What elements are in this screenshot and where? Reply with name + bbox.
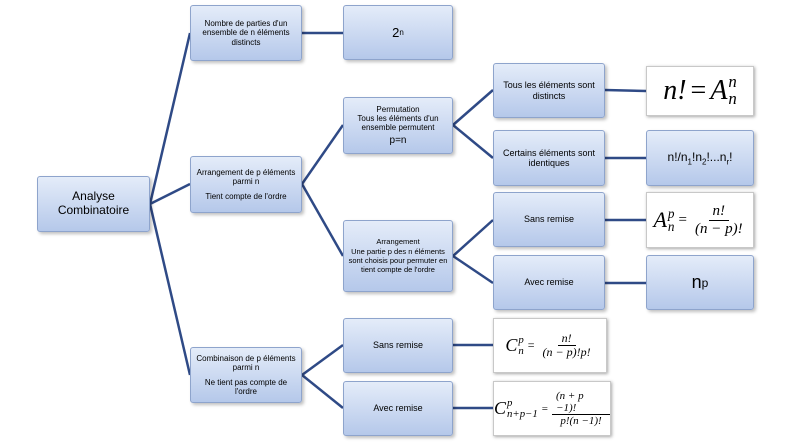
comb-without-symbol: C p n bbox=[505, 333, 524, 357]
combination-group-node: Combinaison de p éléments parmi n Ne tie… bbox=[190, 347, 302, 403]
comb-without-node: Sans remise bbox=[343, 318, 453, 373]
connector-arrangement-group-to-permutation bbox=[300, 124, 345, 185]
perm-distinct-eq: = bbox=[690, 75, 707, 106]
comb-with-sup: p bbox=[507, 396, 513, 409]
arrangement-group-title: Arrangement de p éléments parmi n bbox=[196, 168, 296, 187]
comb-with-sub: n+p−1 bbox=[507, 407, 538, 420]
comb-with-symbol: C p n+p−1 bbox=[494, 396, 538, 420]
comb-without-sup: p bbox=[518, 333, 524, 346]
perm-distinct-sub: n bbox=[728, 89, 737, 108]
comb-with-eq: = bbox=[541, 402, 549, 415]
perm-identical-sub2: 2 bbox=[702, 157, 707, 167]
comb-with-den: p!(n −1)! bbox=[560, 415, 602, 428]
comb-with-node: Avec remise bbox=[343, 381, 453, 436]
subsets-base: 2 bbox=[392, 25, 400, 40]
connector-root-to-arrangement-group bbox=[149, 182, 191, 206]
connector-root-to-subsets bbox=[148, 32, 192, 205]
connector-arrangement-to-without bbox=[452, 219, 494, 257]
comb-with-label: Avec remise bbox=[373, 403, 423, 414]
perm-identical-part1: n!/n bbox=[667, 149, 688, 164]
arr-with-label: Avec remise bbox=[524, 277, 574, 288]
comb-without-eq: = bbox=[527, 338, 535, 352]
arrangement-group-note: Tient compte de l'ordre bbox=[205, 191, 287, 201]
arr-without-symbol: A p n bbox=[653, 205, 675, 234]
comb-without-sub: n bbox=[518, 344, 524, 357]
perm-distinct-node: Tous les éléments sont distincts bbox=[493, 63, 605, 118]
comb-without-fraction: n! (n − p)!p! bbox=[539, 331, 595, 359]
perm-identical-part3: !...n bbox=[706, 149, 727, 164]
arr-with-node: Avec remise bbox=[493, 255, 605, 310]
comb-with-fraction: (n + p −1)! p!(n −1)! bbox=[552, 390, 610, 427]
comb-with-result: C p n+p−1 = (n + p −1)! p!(n −1)! bbox=[493, 381, 611, 436]
subsets-label: Nombre de parties d'un ensemble de n élé… bbox=[202, 19, 290, 47]
connector-combination-group-to-without bbox=[301, 343, 344, 377]
arr-without-sub: n bbox=[667, 219, 675, 234]
root-node: Analyse Combinatoire bbox=[37, 176, 150, 232]
connector-root-to-combination-group bbox=[148, 203, 192, 376]
comb-without-label: Sans remise bbox=[372, 340, 424, 351]
perm-identical-sub3: r bbox=[726, 157, 730, 167]
root-label: Analyse Combinatoire bbox=[57, 189, 130, 217]
combination-group-note: Ne tient pas compte de l'ordre bbox=[204, 377, 288, 396]
perm-identical-formula: n!/n1!n2!...nr! bbox=[668, 150, 733, 166]
perm-distinct-lhs: n! bbox=[663, 75, 687, 106]
comb-with-num: (n + p −1)! bbox=[552, 390, 610, 416]
connector-combination-group-to-with bbox=[301, 374, 344, 409]
comb-with-sym: C bbox=[494, 398, 507, 418]
comb-without-sym: C bbox=[505, 335, 518, 355]
permutation-formula: p=n bbox=[389, 134, 407, 146]
arrangement-group-node: Arrangement de p éléments parmi n Tient … bbox=[190, 156, 302, 213]
arrangement-desc: Une partie p des n éléments sont choisis… bbox=[348, 247, 448, 274]
arr-without-label: Sans remise bbox=[523, 214, 575, 225]
perm-identical-node: Certains éléments sont identiques bbox=[493, 130, 605, 186]
arr-without-fraction: n! (n − p)! bbox=[691, 203, 747, 237]
permutation-title: Permutation bbox=[376, 104, 420, 114]
comb-without-den: (n − p)!p! bbox=[542, 345, 591, 359]
perm-identical-sub1: 1 bbox=[687, 157, 692, 167]
connector-permutation-to-distinct bbox=[452, 89, 494, 126]
connector-arrangement-to-with bbox=[452, 254, 494, 285]
connector-arrangement-group-to-arrangement bbox=[300, 183, 345, 257]
perm-identical-label: Certains éléments sont identiques bbox=[502, 147, 596, 168]
arr-with-base: n bbox=[691, 272, 702, 292]
arr-without-num: n! bbox=[708, 203, 729, 221]
comb-without-num: n! bbox=[557, 331, 576, 346]
perm-identical-part4: ! bbox=[729, 149, 733, 164]
perm-distinct-sym: A bbox=[710, 75, 728, 106]
arr-without-eq: = bbox=[678, 211, 687, 228]
arrangement-node: Arrangement Une partie p des n éléments … bbox=[343, 220, 453, 292]
perm-identical-part2: !n bbox=[691, 149, 702, 164]
combination-group-title: Combinaison de p éléments parmi n bbox=[196, 354, 296, 373]
connector-permutation-to-identical bbox=[452, 124, 494, 159]
comb-without-result: C p n = n! (n − p)!p! bbox=[493, 318, 607, 373]
arr-without-sym: A bbox=[653, 207, 667, 232]
permutation-node: Permutation Tous les éléments d'un ensem… bbox=[343, 97, 453, 154]
arr-without-node: Sans remise bbox=[493, 192, 605, 247]
arr-without-den: (n − p)! bbox=[694, 220, 743, 237]
subsets-exponent: n bbox=[399, 28, 404, 37]
subsets-node: Nombre de parties d'un ensemble de n élé… bbox=[190, 5, 302, 61]
perm-identical-result: n!/n1!n2!...nr! bbox=[646, 130, 754, 186]
arr-with-exponent: p bbox=[701, 275, 709, 290]
arr-without-result: A p n = n! (n − p)! bbox=[646, 192, 754, 248]
arr-without-sup: p bbox=[667, 205, 675, 221]
arrangement-title: Arrangement bbox=[376, 236, 420, 246]
permutation-desc: Tous les éléments d'un ensemble permuten… bbox=[357, 114, 439, 133]
connector-distinct-to-result bbox=[604, 88, 647, 93]
perm-distinct-result: n! = A n n bbox=[646, 66, 754, 116]
perm-distinct-symbol: A n n bbox=[710, 72, 737, 108]
perm-distinct-label: Tous les éléments sont distincts bbox=[503, 80, 595, 101]
perm-distinct-sup: n bbox=[728, 72, 737, 92]
